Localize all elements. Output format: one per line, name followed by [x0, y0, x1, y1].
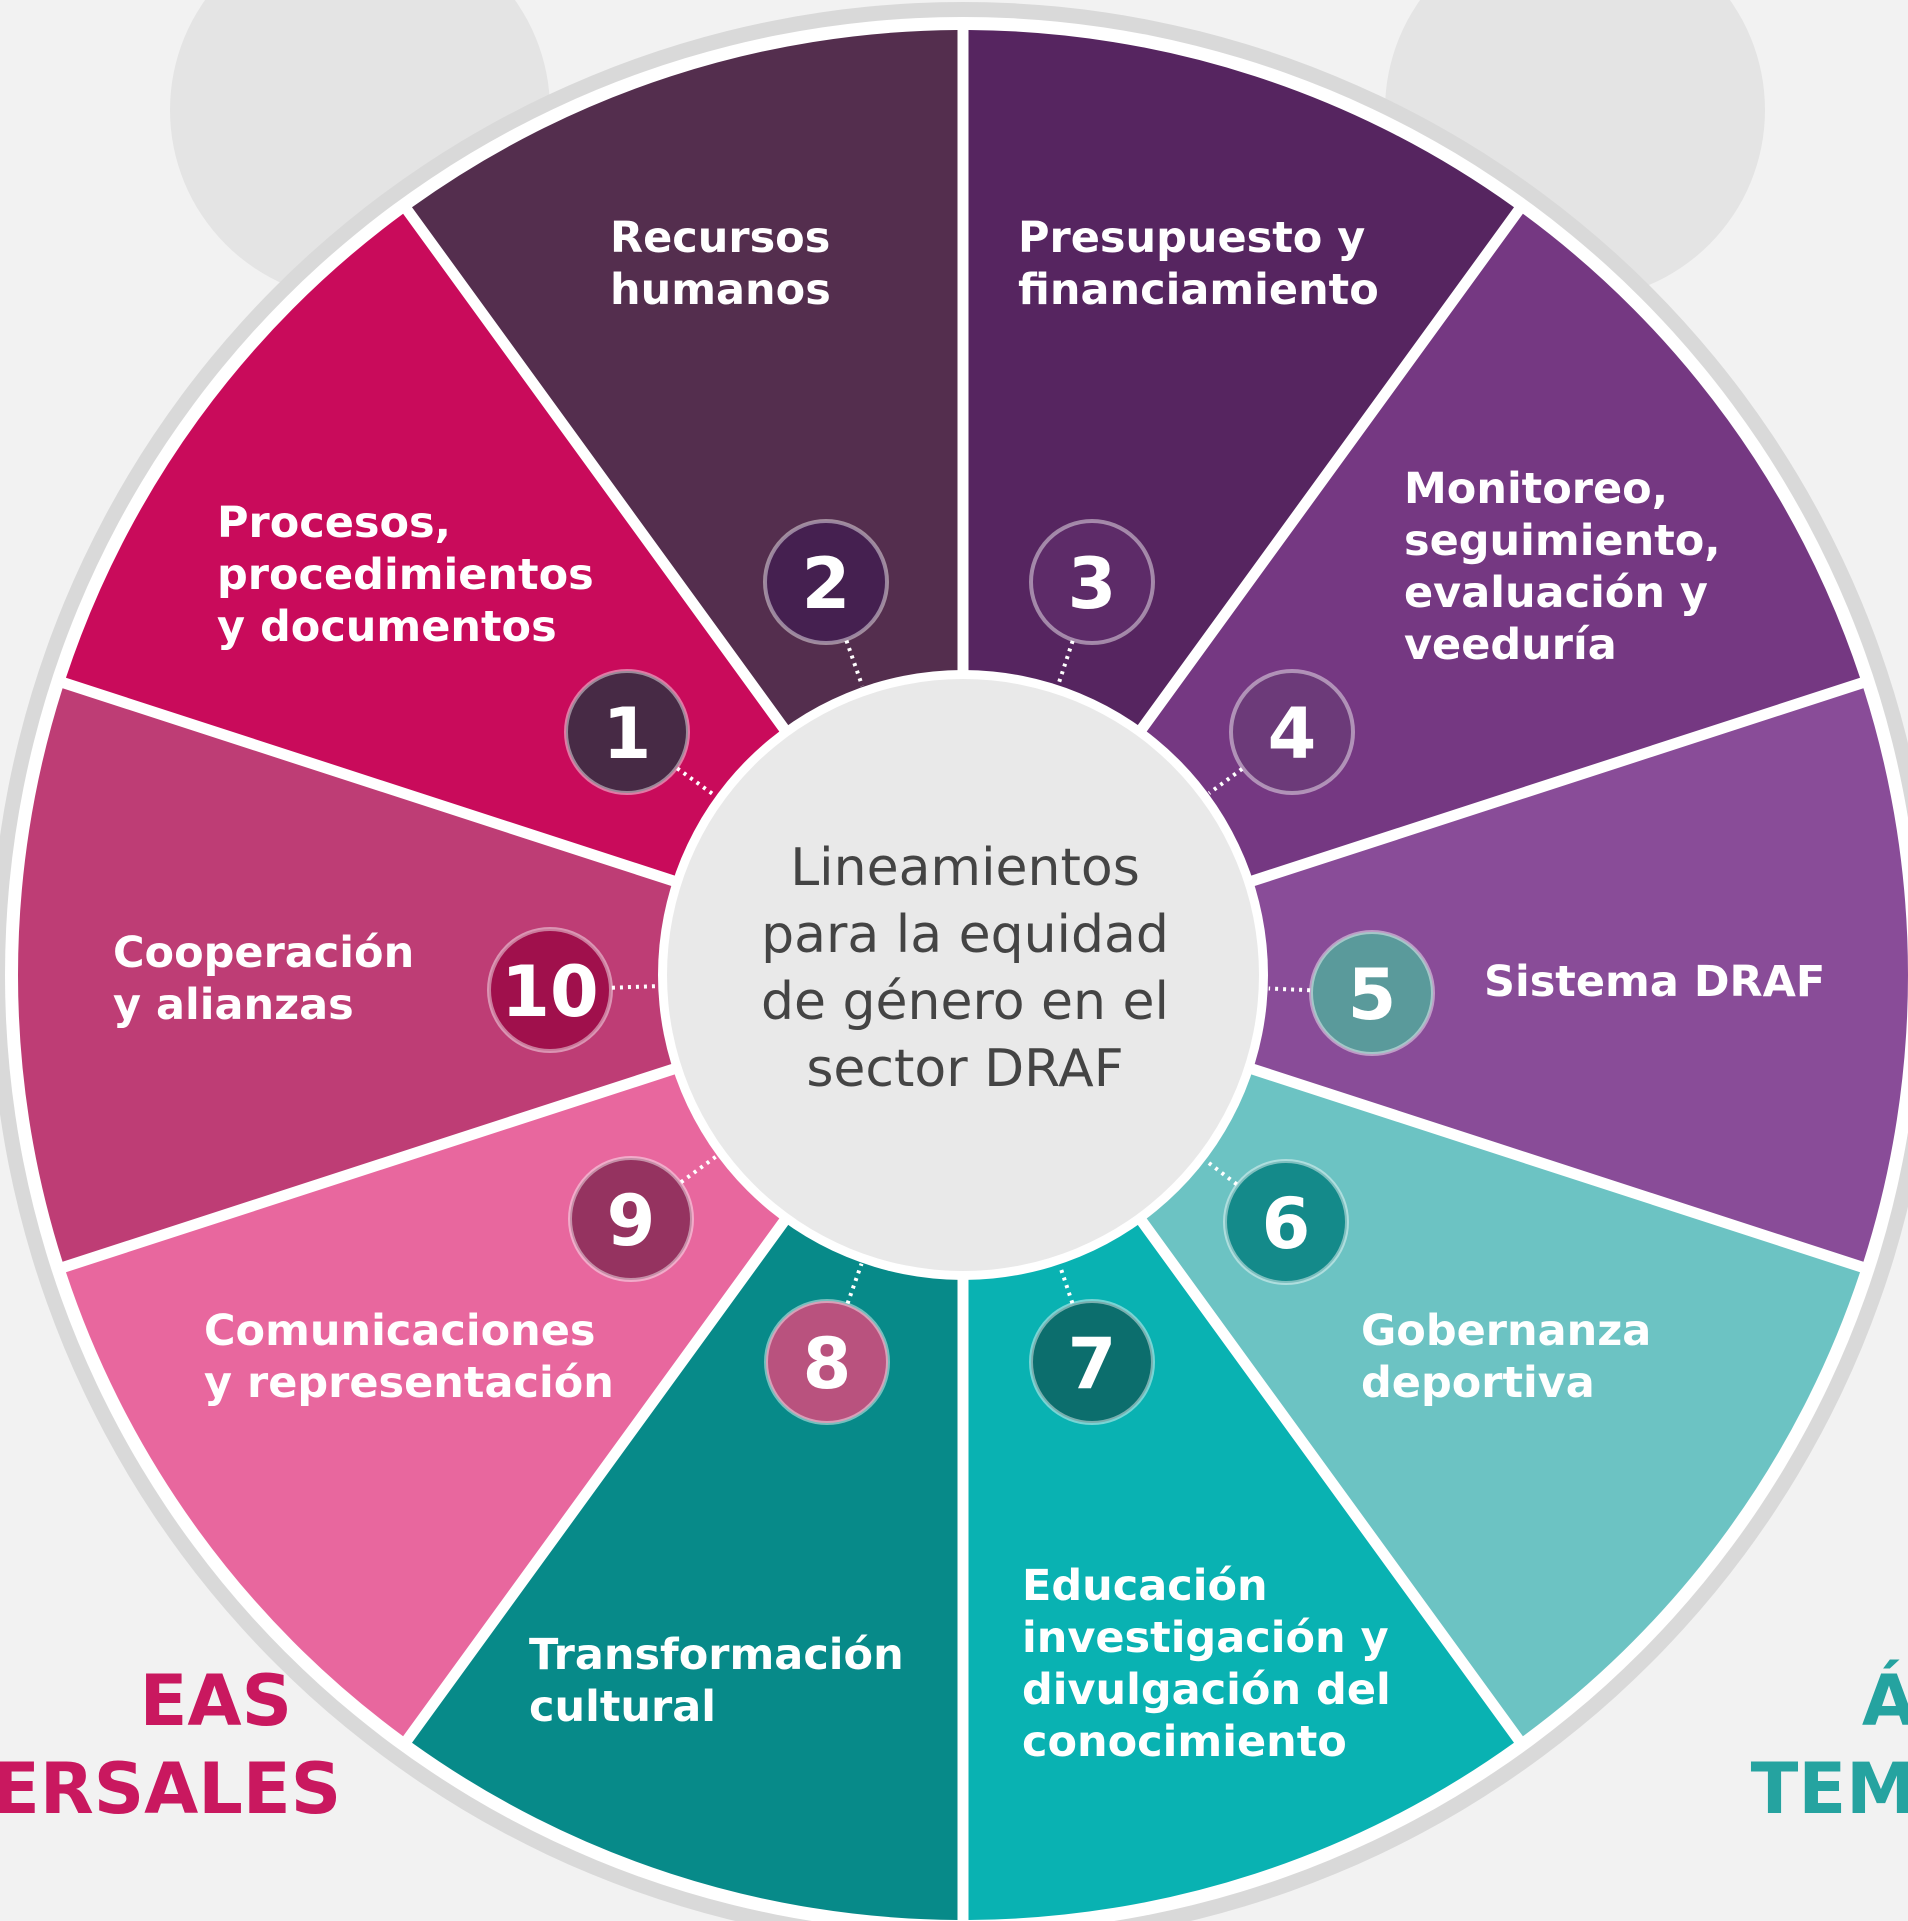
number-badges: 1 2 3 4 5 6 7 8 9 10 [487, 519, 1435, 1425]
number-badge-4: 4 [1229, 669, 1355, 795]
segment-label-4: Monitoreo, seguimiento, evaluación y vee… [1404, 464, 1721, 670]
segment-9 [18, 688, 677, 1262]
number-badge-10: 10 [487, 927, 613, 1053]
segment-label-6: Gobernanza deportiva [1361, 1306, 1652, 1408]
badge-number-6: 6 [1262, 1183, 1311, 1265]
segment-label-9: Comunicaciones y representación [204, 1306, 614, 1408]
number-badge-5: 5 [1309, 930, 1435, 1056]
badge-circle-6 [1223, 1159, 1349, 1285]
number-badge-6: 6 [1223, 1159, 1349, 1285]
connector-4 [1207, 767, 1244, 795]
connector-6 [1204, 1159, 1238, 1186]
badge-circle-5 [1309, 930, 1435, 1056]
badge-number-3: 3 [1068, 543, 1117, 625]
segment-label-5: Sistema DRAF [1484, 957, 1826, 1007]
segment-label-3: Presupuesto y financiamiento [1018, 213, 1379, 315]
segment-label-7: Educación investigación y divulgación de… [1022, 1561, 1391, 1767]
badge-circle-4 [1229, 669, 1355, 795]
badge-number-2: 2 [802, 543, 851, 625]
segment-4 [1249, 688, 1908, 1262]
number-badge-1: 1 [564, 669, 690, 795]
badge-circle-8 [764, 1299, 890, 1425]
center-title: Lineamientos para la equidad de género e… [761, 838, 1169, 1099]
segment-label-1: Procesos, procedimientos y documentos [217, 498, 594, 652]
badge-number-9: 9 [607, 1180, 656, 1262]
number-badge-9: 9 [568, 1156, 694, 1282]
badge-circle-2 [763, 519, 889, 645]
number-badge-7: 7 [1029, 1299, 1155, 1425]
connector-2 [844, 639, 865, 687]
number-badge-3: 3 [1029, 519, 1155, 645]
side-label-left: EAS ERSALES [0, 1660, 342, 1830]
badge-number-4: 4 [1268, 693, 1317, 775]
number-badge-8: 8 [764, 1299, 890, 1425]
badge-circle-9 [568, 1156, 694, 1282]
segment-label-8: Transformación cultural [529, 1630, 904, 1732]
badge-number-10: 10 [501, 951, 598, 1033]
center-circle [667, 679, 1259, 1271]
badge-number-7: 7 [1068, 1323, 1117, 1405]
connector-7 [1057, 1264, 1075, 1304]
badge-circle-7 [1029, 1299, 1155, 1425]
badge-connectors [611, 639, 1311, 1305]
connector-5 [1268, 986, 1311, 993]
number-badge-2: 2 [763, 519, 889, 645]
badge-circle-3 [1029, 519, 1155, 645]
badge-number-8: 8 [803, 1323, 852, 1405]
badge-number-1: 1 [603, 693, 652, 775]
badge-circle-10 [487, 927, 613, 1053]
badge-circle-1 [564, 669, 690, 795]
segment-label-2: Recursos humanos [610, 213, 831, 315]
side-label-right: ÁR TEMA [1750, 1660, 1908, 1830]
badge-number-5: 5 [1348, 954, 1397, 1036]
segment-label-10: Cooperación y alianzas [113, 928, 415, 1030]
